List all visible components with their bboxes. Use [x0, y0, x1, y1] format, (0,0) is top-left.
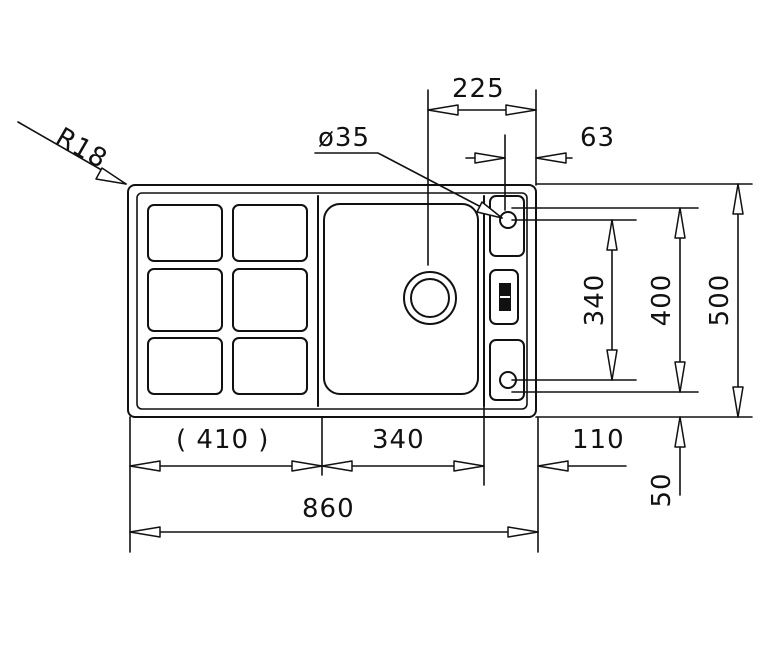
main-bowl: [323, 203, 479, 395]
dimension-lines: [17, 89, 753, 553]
tap-hole-recess: [489, 195, 525, 257]
drainer-groove: [147, 337, 223, 395]
second-hole-recess: [489, 339, 525, 401]
label-depth-400: 400: [647, 274, 677, 327]
label-depth-340: 340: [580, 274, 610, 327]
drainer-groove: [232, 337, 308, 395]
drainer-grooves: [147, 204, 308, 395]
label-63: 63: [580, 123, 615, 153]
overflow-outer: [489, 269, 519, 325]
sink-inner-rim: [136, 192, 528, 410]
drainer-groove: [232, 268, 308, 332]
sink-outer-rim: [127, 184, 537, 418]
label-depth-500: 500: [705, 274, 735, 327]
label-860: 860: [302, 494, 355, 524]
drain-inner: [410, 278, 450, 318]
sink-body: [127, 184, 537, 418]
drain-outer: [403, 271, 457, 325]
drainer-groove: [147, 268, 223, 332]
label-drain-diameter: ø35: [318, 123, 370, 153]
drainer-groove: [232, 204, 308, 262]
label-bowl-340: 340: [372, 425, 425, 455]
drainer-groove: [147, 204, 223, 262]
label-r18: R18: [51, 122, 113, 175]
dimension-labels: R18 ø35 225 63 ( 410 ) 340 110 860 340 4…: [51, 74, 736, 524]
label-110: 110: [572, 425, 625, 455]
label-50: 50: [647, 472, 677, 507]
label-225: 225: [452, 74, 505, 104]
label-drainer-410: ( 410 ): [176, 425, 269, 455]
